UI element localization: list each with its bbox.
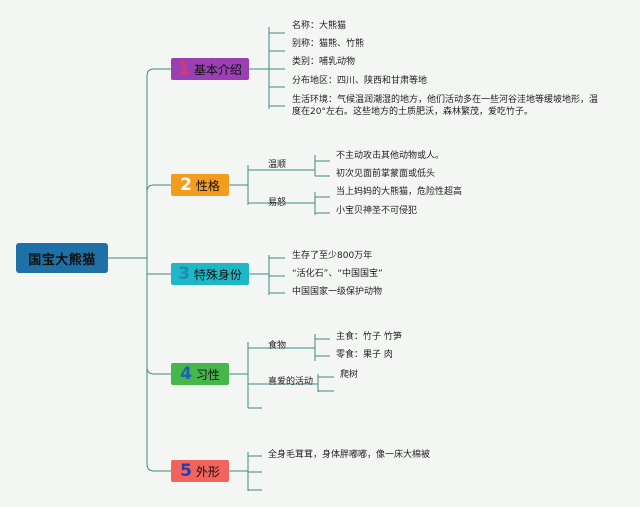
group-label: 温顺 (268, 160, 287, 170)
branch-label: 性格 (195, 178, 220, 193)
leaf-item: 类别：哺乳动物 (292, 57, 356, 67)
branch-number: 4 (180, 363, 192, 384)
connector-branch-4 (146, 258, 171, 375)
main-trunk (146, 68, 171, 258)
branch-label: 特殊身份 (193, 267, 242, 282)
group-label: 食物 (268, 341, 287, 351)
leaf-item: 初次见面前掌蒙面或低头 (336, 169, 436, 179)
branch-habits[interactable]: 4 习性 (171, 363, 229, 385)
group-label: 喜爱的活动 (268, 377, 314, 387)
branch-special-status[interactable]: 3 特殊身份 (171, 263, 249, 285)
connector-branch-5 (146, 367, 171, 472)
branch-number: 3 (178, 263, 190, 284)
connector-branch-2 (146, 184, 171, 193)
leaf-item: 中国国家一级保护动物 (292, 287, 383, 297)
leaf-item: 别称：猫熊、竹熊 (292, 39, 365, 49)
branch-number: 2 (180, 174, 192, 195)
branch-number: 5 (180, 460, 192, 481)
leaf-item: 不主动攻击其他动物或人。 (336, 151, 445, 161)
branch-appearance[interactable]: 5 外形 (171, 460, 229, 482)
leaf-item: 生活环境：气候温润潮湿的地方，他们活动多在一些河谷洼地等缓坡地形，温度在20°左… (292, 95, 599, 117)
leaf-item: 主食：竹子 竹笋 (336, 332, 402, 342)
branch-label: 基本介绍 (193, 62, 242, 77)
leaf-item: 名称：大熊猫 (292, 21, 347, 31)
leaf-item: 生存了至少800万年 (292, 251, 373, 261)
leaf-item: 零食：果子 肉 (336, 350, 393, 360)
group-label: 易怒 (268, 198, 287, 208)
branch-number: 1 (178, 58, 190, 79)
branch-label: 习性 (195, 367, 220, 382)
leaf-item: 分布地区：四川、陕西和甘肃等地 (292, 76, 428, 86)
leaf-item: “活化石”、“中国国宝” (292, 269, 383, 279)
leaf-item: 全身毛茸茸，身体胖嘟嘟，像一床大棉被 (268, 450, 431, 460)
root-node[interactable]: 国宝大熊猫 (16, 243, 108, 273)
leaf-item: 小宝贝神圣不可侵犯 (336, 206, 418, 216)
branch-basic-intro[interactable]: 1 基本介绍 (171, 58, 249, 80)
leaf-item: 爬树 (340, 370, 359, 380)
branch-personality[interactable]: 2 性格 (171, 174, 229, 196)
leaf-item: 当上妈妈的大熊猫，危险性超高 (336, 187, 463, 197)
branch-label: 外形 (195, 464, 220, 479)
